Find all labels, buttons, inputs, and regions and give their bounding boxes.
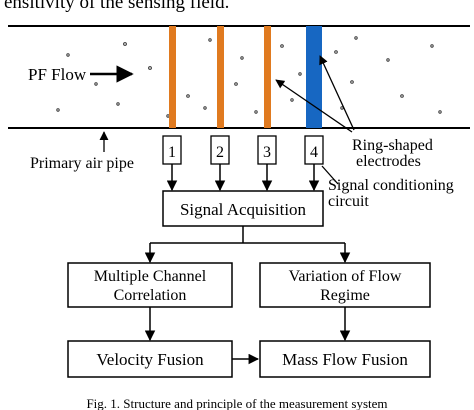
conditioning-label-line1: Signal conditioning xyxy=(328,177,454,194)
conditioning-label-line2: circuit xyxy=(328,193,369,210)
electrode-4 xyxy=(306,26,322,128)
electrode-pointer-1 xyxy=(275,79,353,133)
header-text: ensitivity of the sensing field. xyxy=(4,0,229,13)
ring-electrode-label-line2: electrodes xyxy=(356,153,421,170)
correlation-block xyxy=(67,262,233,308)
electrode-3 xyxy=(264,26,271,128)
electrode-number-1: 1 xyxy=(168,144,176,161)
electrode-number-2: 2 xyxy=(216,144,224,161)
flow-regime-label-line2: Regime xyxy=(320,287,370,304)
electrode-1 xyxy=(169,26,176,128)
correlation-label-line2: Correlation xyxy=(114,287,187,304)
figure-caption: Fig. 1. Structure and principle of the m… xyxy=(86,396,387,410)
primary-air-pipe-label: Primary air pipe xyxy=(30,155,134,172)
conditioning-pointer xyxy=(321,165,339,185)
signal-acquisition-block xyxy=(162,190,324,227)
electrode-pointer-2 xyxy=(319,55,355,131)
mass-flow-fusion-label: Mass Flow Fusion xyxy=(282,350,408,369)
signal-acquisition-label: Signal Acquisition xyxy=(180,200,307,219)
flow-regime-label-line1: Variation of Flow xyxy=(289,268,402,285)
ring-electrode-label-line1: Ring-shaped xyxy=(352,137,433,154)
flow-regime-block xyxy=(259,262,431,308)
electrode-number-4: 4 xyxy=(310,144,318,161)
correlation-label-line1: Multiple Channel xyxy=(94,268,207,285)
electrode-number-3: 3 xyxy=(263,144,271,161)
particles xyxy=(56,36,442,118)
mass-flow-fusion-block xyxy=(259,340,431,378)
pf-flow-label: PF Flow xyxy=(28,65,87,84)
velocity-fusion-label: Velocity Fusion xyxy=(96,350,204,369)
electrode-2 xyxy=(217,26,224,128)
